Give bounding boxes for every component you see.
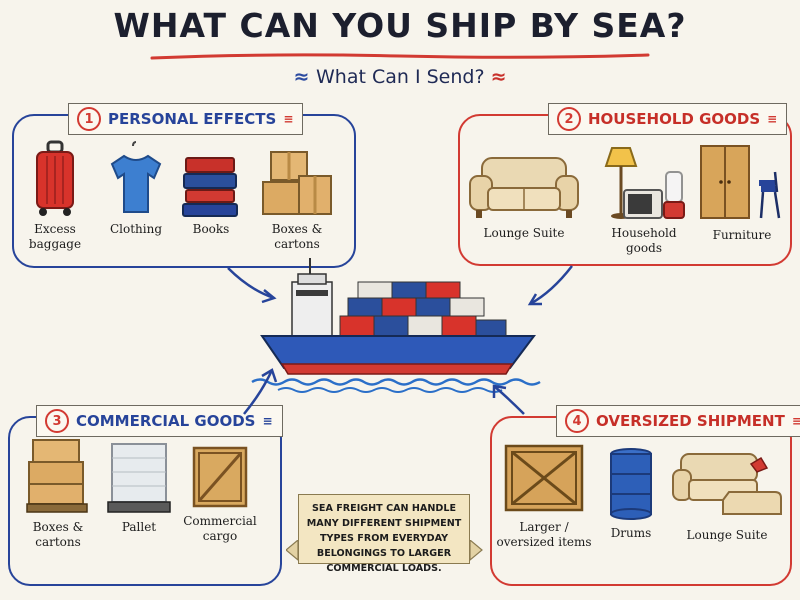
item-label: Excess baggage: [28, 222, 82, 251]
water-waves-lower: [277, 387, 503, 393]
item-label: Lounge Suite: [483, 226, 565, 240]
item-lounge-suite-household: Lounge Suite: [464, 150, 584, 241]
panel-title: HOUSEHOLD GOODS: [588, 110, 761, 128]
item-commercial-cargo: Commercial cargo: [180, 444, 260, 544]
appliances-icon: [604, 147, 685, 219]
item-boxes-cartons-commercial: Boxes & cartons: [18, 436, 98, 550]
tshirt-icon: [110, 141, 162, 213]
item-label: Boxes & cartons: [32, 520, 84, 549]
panel-household-goods-header: 2 HOUSEHOLD GOODS ≡: [548, 103, 788, 135]
panel-oversized-shipment-header: 4 OVERSIZED SHIPMENT ≡: [556, 405, 800, 437]
arrow-personal-to-ship: [227, 267, 275, 300]
wardrobe-icon: [700, 145, 781, 219]
item-label: Furniture: [712, 228, 772, 242]
item-larger-oversized: Larger / oversized items: [494, 440, 594, 550]
panel-number: 2: [557, 107, 581, 131]
crate-icon: [192, 446, 248, 508]
arrow-household-to-ship: [529, 265, 573, 306]
drum-icon: [610, 448, 652, 520]
item-excess-baggage: Excess baggage: [20, 140, 90, 252]
books-icon: [182, 157, 238, 217]
arrow-oversized-to-ship: [493, 385, 525, 415]
panel-number: 1: [77, 107, 101, 131]
panel-number: 3: [45, 409, 69, 433]
subtitle-row: ≈ What Can I Send? ≈: [0, 66, 800, 88]
item-books: Books: [178, 150, 244, 237]
ship-hull-waterline: [280, 363, 514, 375]
item-household-goods: Household goods: [596, 142, 692, 256]
panel-title: COMMERCIAL GOODS: [76, 412, 256, 430]
item-label: Lounge Suite: [686, 528, 768, 542]
cargo-ship-icon: [251, 258, 541, 393]
pallet-boxes-icon: [26, 439, 88, 513]
subtitle-deco-left: ≈: [293, 66, 317, 88]
item-label: Clothing: [109, 222, 163, 236]
header-accent-icon: ≡: [767, 112, 777, 126]
item-label: Commercial cargo: [183, 514, 257, 543]
panel-number: 4: [565, 409, 589, 433]
boxes-icon: [262, 151, 332, 215]
title-underline: [150, 53, 650, 60]
panel-title: PERSONAL EFFECTS: [108, 110, 277, 128]
item-label: Larger / oversized items: [496, 520, 592, 549]
water-waves: [251, 378, 541, 386]
ship-bridge: [291, 258, 333, 337]
subtitle-deco-right: ≈: [490, 66, 507, 88]
sectional-sofa-icon: [672, 453, 782, 515]
item-pallet: Pallet: [102, 440, 176, 535]
header-accent-icon: ≡: [791, 414, 800, 428]
item-furniture: Furniture: [696, 142, 788, 243]
item-label: Drums: [610, 526, 652, 540]
panel-commercial-goods-header: 3 COMMERCIAL GOODS ≡: [36, 405, 283, 437]
containers: [339, 281, 507, 337]
page-title: WHAT CAN YOU SHIP BY SEA?: [113, 6, 687, 45]
item-boxes-cartons-personal: Boxes & cartons: [250, 148, 344, 252]
item-label: Household goods: [611, 226, 677, 255]
item-lounge-suite-oversized: Lounge Suite: [670, 448, 784, 543]
large-crate-icon: [504, 444, 584, 512]
header-accent-icon: ≡: [262, 414, 272, 428]
item-label: Books: [192, 222, 230, 236]
item-clothing: Clothing: [100, 138, 172, 237]
subtitle: What Can I Send?: [316, 66, 485, 88]
panel-personal-effects-header: 1 PERSONAL EFFECTS ≡: [68, 103, 304, 135]
item-label: Boxes & cartons: [271, 222, 323, 251]
sofa-icon: [469, 157, 579, 218]
wrapped-pallet-icon: [107, 443, 171, 513]
note-ribbon-right: [470, 540, 483, 561]
item-label: Pallet: [121, 520, 157, 534]
arrow-commercial-to-ship: [243, 369, 274, 415]
summary-note: SEA FREIGHT CAN HANDLE MANY DIFFERENT SH…: [298, 494, 470, 574]
header-accent-icon: ≡: [283, 112, 293, 126]
item-drums: Drums: [600, 446, 662, 541]
panel-title: OVERSIZED SHIPMENT: [596, 412, 785, 430]
suitcase-icon: [36, 140, 74, 216]
